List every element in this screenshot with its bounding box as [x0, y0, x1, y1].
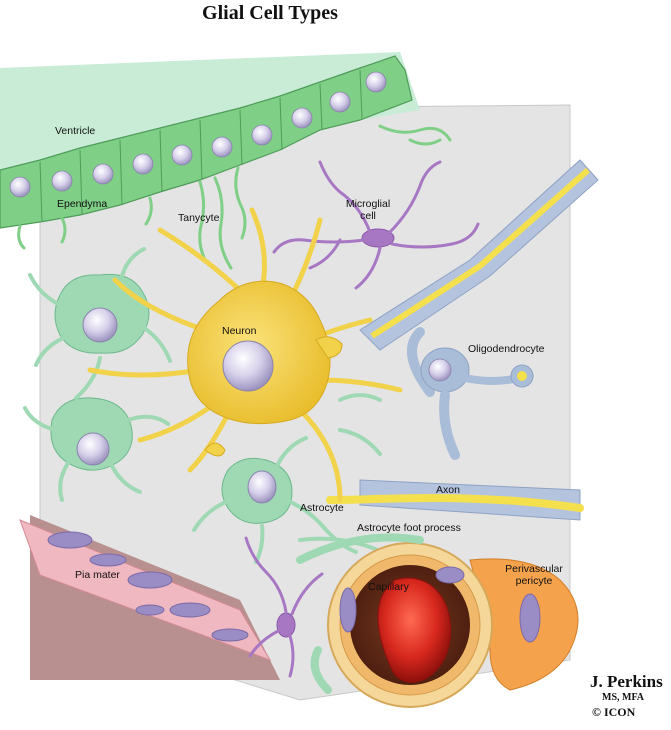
- ependyma-cells: [0, 55, 452, 270]
- label-astrocyte-foot-process: Astrocyte foot process: [357, 522, 461, 534]
- label-capillary: Capillary: [368, 581, 409, 593]
- label-astrocyte: Astrocyte: [300, 502, 344, 514]
- label-tanycyte: Tanycyte: [178, 212, 220, 224]
- label-ependyma: Ependyma: [57, 198, 108, 210]
- credit-mark: © ICON: [592, 705, 636, 719]
- label-pericyte-line2: pericyte: [515, 575, 553, 587]
- label-perivascular-pericyte: Perivascular pericyte: [498, 563, 570, 587]
- credit-degrees: MS, MFA: [602, 692, 645, 703]
- diagram-title: Glial Cell Types: [202, 2, 338, 24]
- capillary: [296, 533, 579, 708]
- microglial-cells: [244, 160, 480, 678]
- label-microglial-cell: Microglial cell: [340, 198, 396, 222]
- label-microglial-line1: Microglial: [345, 198, 391, 210]
- label-microglial-line2: cell: [360, 210, 376, 222]
- artist-credit: J. Perkins MS, MFA © ICON: [590, 672, 663, 720]
- label-neuron: Neuron: [222, 325, 257, 337]
- label-ventricle: Ventricle: [55, 125, 96, 137]
- label-axon: Axon: [436, 484, 460, 496]
- label-oligodendrocyte: Oligodendrocyte: [468, 343, 545, 355]
- credit-name: J. Perkins: [590, 672, 663, 691]
- neuron: [87, 207, 584, 512]
- label-pericyte-line1: Perivascular: [505, 563, 563, 575]
- label-pia-mater: Pia mater: [75, 569, 120, 581]
- pia-mater: [19, 515, 280, 680]
